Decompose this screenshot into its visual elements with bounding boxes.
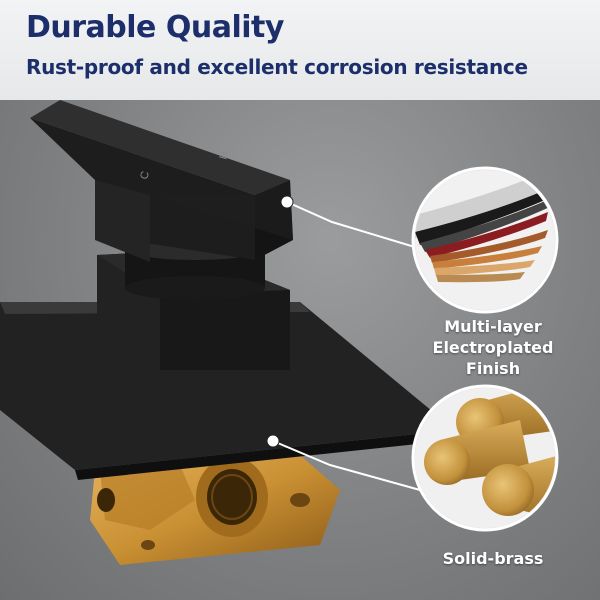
lever-handle xyxy=(30,100,293,262)
solid-brass-zoom xyxy=(411,384,559,532)
page-subtitle: Rust-proof and excellent corrosion resis… xyxy=(26,55,528,79)
finish-layers-zoom xyxy=(411,166,559,314)
callout-connector-finish xyxy=(280,195,419,249)
finish-label-line-1: Multi-layer xyxy=(444,317,542,336)
page-title: Durable Quality xyxy=(26,10,284,45)
finish-label-line-2: Electroplated xyxy=(432,338,554,357)
brass-label: Solid-brass xyxy=(442,549,544,568)
callout-connector-brass xyxy=(266,434,421,491)
finish-label: Multi-layer Electroplated Finish xyxy=(418,316,568,379)
finish-label-line-3: Finish xyxy=(465,359,521,378)
cold-mark: C xyxy=(138,170,152,181)
header-banner: Durable Quality Rust-proof and excellent… xyxy=(0,0,600,100)
hot-mark: H xyxy=(217,150,231,161)
brass-valve-body xyxy=(90,455,340,565)
